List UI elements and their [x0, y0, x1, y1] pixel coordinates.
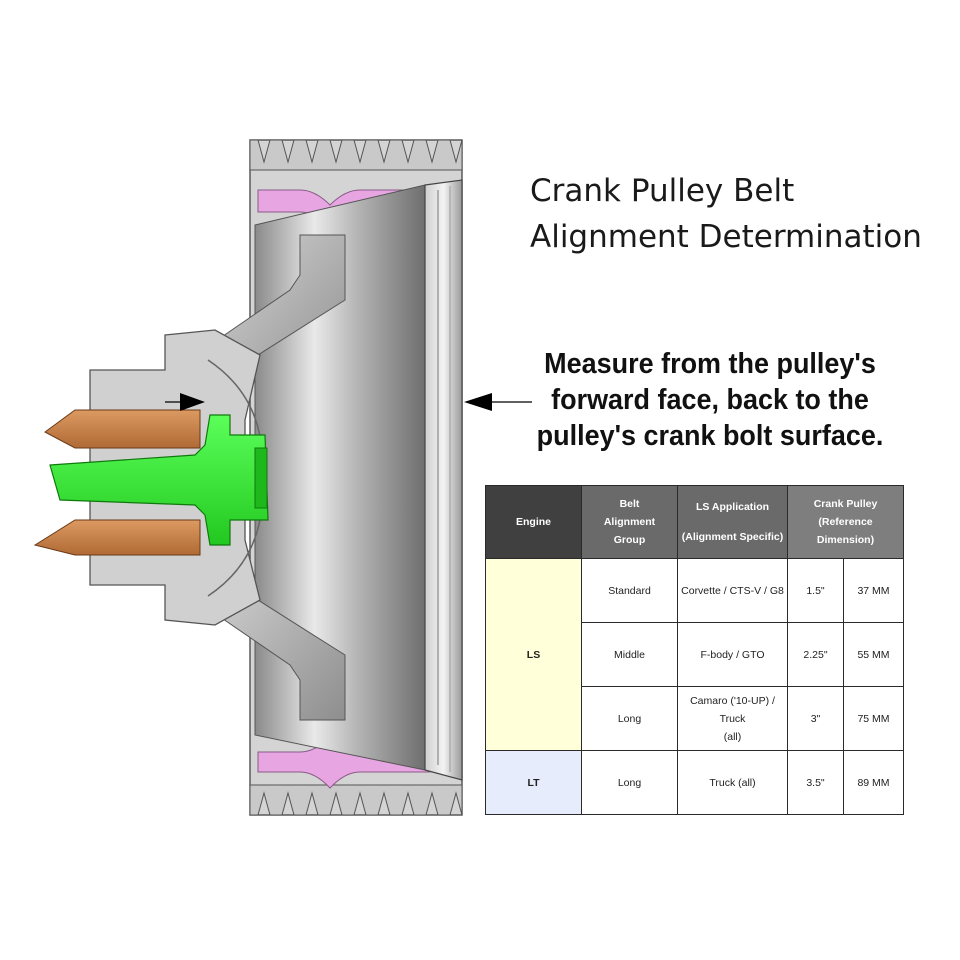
- group-cell: Standard: [581, 558, 678, 623]
- inches-cell: 3": [787, 686, 844, 751]
- forward-face-arrow: [464, 393, 532, 411]
- header-crank-pulley-dimension: Crank Pulley (Reference Dimension): [787, 485, 904, 559]
- engine-cell-ls: LS: [485, 558, 582, 751]
- mm-cell: 37 MM: [843, 558, 904, 623]
- mm-cell: 55 MM: [843, 622, 904, 687]
- bottom-belt-ribs: [249, 784, 463, 816]
- alignment-spec-table: Engine Belt Alignment Group LS Applicati…: [485, 485, 904, 815]
- top-belt-ribs: [249, 139, 463, 171]
- title-line-1: Crank Pulley Belt: [530, 173, 795, 209]
- crankshaft: [33, 409, 201, 556]
- group-cell: Middle: [581, 622, 678, 687]
- instruction-line-2: forward face, back to the: [551, 384, 869, 416]
- table-row: Middle F-body / GTO 2.25" 55 MM: [486, 622, 904, 687]
- title-line-2: Alignment Determination: [530, 219, 922, 255]
- group-cell: Long: [581, 686, 678, 751]
- instruction-line-1: Measure from the pulley's: [544, 348, 876, 380]
- application-cell: Corvette / CTS-V / G8: [677, 558, 788, 623]
- application-cell: Camaro ('10-UP) / Truck (all): [677, 686, 788, 751]
- application-cell: F-body / GTO: [677, 622, 788, 687]
- mm-cell: 89 MM: [843, 750, 904, 815]
- crank-bolt-surface-arrow: [165, 393, 205, 411]
- header-belt-alignment-group: Belt Alignment Group: [581, 485, 678, 559]
- table-row: LS Standard Corvette / CTS-V / G8 1.5" 3…: [485, 558, 904, 751]
- table-row: LT Long Truck (all) 3.5" 89 MM: [485, 750, 904, 815]
- table-row: Long Camaro ('10-UP) / Truck (all) 3" 75…: [486, 686, 904, 751]
- inches-cell: 3.5": [787, 750, 844, 815]
- table-header-row: Engine Belt Alignment Group LS Applicati…: [485, 485, 904, 559]
- header-ls-application: LS Application (Alignment Specific): [677, 485, 788, 559]
- crank-bolt: [49, 414, 269, 546]
- diagram-title: Crank Pulley Belt Alignment Determinatio…: [530, 168, 950, 260]
- engine-cell-lt: LT: [485, 750, 582, 815]
- mm-cell: 75 MM: [843, 686, 904, 751]
- header-engine: Engine: [485, 485, 582, 559]
- group-cell: Long: [581, 750, 678, 815]
- application-cell: Truck (all): [677, 750, 788, 815]
- inches-cell: 1.5": [787, 558, 844, 623]
- instruction-line-3: pulley's crank bolt surface.: [536, 420, 884, 452]
- inches-cell: 2.25": [787, 622, 844, 687]
- measurement-instruction: Measure from the pulley's forward face, …: [515, 346, 906, 454]
- pulley-rim-face: [424, 179, 463, 781]
